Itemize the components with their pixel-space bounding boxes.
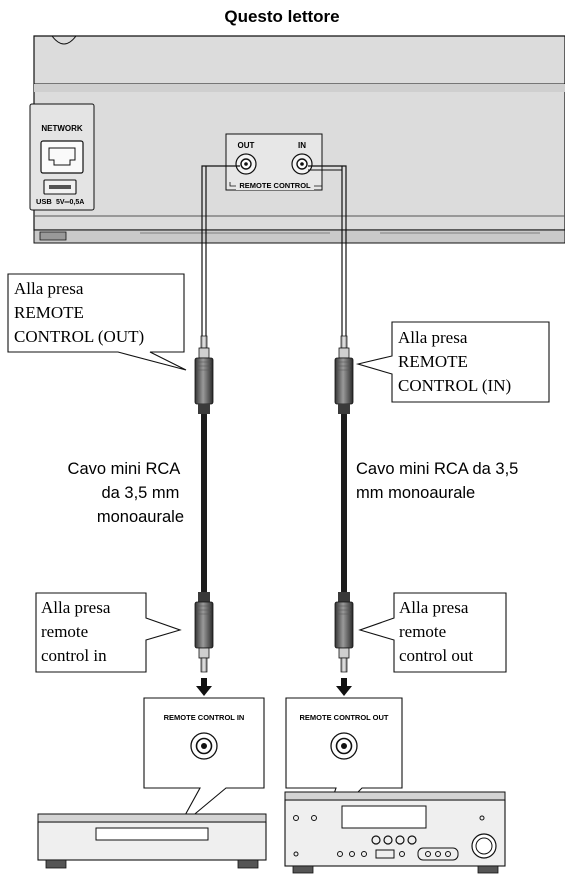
right-down-arrow-icon <box>336 678 352 696</box>
callout-bottom-left-line2: remote <box>41 622 88 641</box>
left-bottom-plug <box>194 592 214 673</box>
left-top-plug <box>194 335 214 414</box>
network-port <box>40 140 84 174</box>
av-receiver-device <box>284 791 506 874</box>
callout-top-right-line3: CONTROL (IN) <box>398 376 511 395</box>
callout-top-right-line2: REMOTE <box>398 352 468 371</box>
right-top-plug <box>334 335 354 414</box>
callout-bottom-left-line1: Alla presa <box>41 598 111 617</box>
in-label: IN <box>298 141 306 150</box>
left-cable-label-line3: monoaurale <box>97 508 184 526</box>
svg-text:Alla presa REMOTE: Alla presa REMOTE CONTROL (IN) <box>398 328 511 395</box>
callout-bottom-left: Alla presa remote control in <box>35 592 182 673</box>
callout-top-right-line1: Alla presa <box>398 328 468 347</box>
callout-bottom-right-line2: remote <box>399 622 446 641</box>
callout-top-right: Alla presa REMOTE CONTROL (IN) <box>355 321 550 403</box>
out-jack <box>235 153 257 175</box>
right-cable-label-line2: mm monoaurale <box>356 484 475 502</box>
cd-player-device <box>37 813 267 869</box>
callout-bottom-left-line3: control in <box>41 646 107 665</box>
callout-top-left: Alla presa REMOTE CONTROL (OUT) <box>7 273 187 371</box>
callout-top-left-line2: REMOTE <box>14 303 84 322</box>
left-cable-label-line1: Cavo mini RCA <box>68 460 181 478</box>
cable-from-player <box>201 165 347 336</box>
left-down-arrow-icon <box>196 678 212 696</box>
left-cable-label-line2: da 3,5 mm <box>101 484 179 502</box>
right-bottom-plug <box>334 592 354 673</box>
callout-bottom-right-line1: Alla presa <box>399 598 469 617</box>
callout-bottom-right-line3: control out <box>399 646 473 665</box>
in-jack <box>291 153 313 175</box>
svg-text:Alla presa remote: Alla presa remote control out <box>399 598 473 665</box>
jack-bubble-left-label: REMOTE CONTROL IN <box>164 713 245 722</box>
callout-top-left-line3: CONTROL (OUT) <box>14 327 144 346</box>
svg-text:Cavo mini RCA da 3,5 mm: Cavo mini RCA da 3,5 mm monoaurale <box>68 460 184 526</box>
svg-text:Cavo mini RCA da 3,5 mm mo: Cavo mini RCA da 3,5 mm monoaurale <box>356 460 523 502</box>
svg-text:Alla presa REMOTE: Alla presa REMOTE CONTROL (OUT) <box>14 279 144 346</box>
player-rear-panel: NETWORK USB 5V═0,5A OUT IN REMOTE CONTRO… <box>29 35 565 244</box>
callout-top-left-line1: Alla presa <box>14 279 84 298</box>
network-label: NETWORK <box>41 124 83 133</box>
jack-bubble-right-label: REMOTE CONTROL OUT <box>299 713 388 722</box>
jack-bubble-left: REMOTE CONTROL IN <box>143 697 265 829</box>
usb-rating: 5V═0,5A <box>56 199 84 206</box>
remote-control-label: REMOTE CONTROL <box>239 181 311 190</box>
right-cable-label-line1: Cavo mini RCA da 3,5 <box>356 460 518 478</box>
svg-text:Alla presa remote: Alla presa remote control in <box>41 598 115 665</box>
callout-bottom-right: Alla presa remote control out <box>358 592 507 673</box>
out-label: OUT <box>238 141 255 150</box>
left-cable <box>201 414 207 592</box>
right-cable <box>341 414 347 592</box>
diagram-title: Questo lettore <box>224 7 339 26</box>
usb-label: USB <box>36 197 52 206</box>
